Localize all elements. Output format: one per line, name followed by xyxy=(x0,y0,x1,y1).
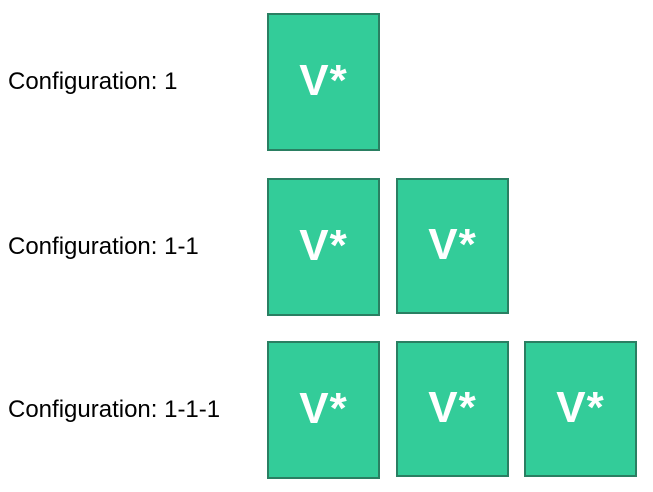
v-star-label: V* xyxy=(299,56,348,105)
v-star-label: V* xyxy=(299,384,348,433)
configuration-label: Configuration: 1-1 xyxy=(8,233,199,260)
v-star-label: V* xyxy=(556,383,605,432)
v-star-box: V* xyxy=(267,13,380,151)
v-star-label: V* xyxy=(428,220,477,269)
configuration-label: Configuration: 1 xyxy=(8,68,178,95)
v-star-label: V* xyxy=(299,221,348,270)
v-star-box: V* xyxy=(396,178,509,314)
v-star-box: V* xyxy=(267,341,380,479)
v-star-box: V* xyxy=(267,178,380,316)
v-star-box: V* xyxy=(396,341,509,477)
v-star-box: V* xyxy=(524,341,637,477)
v-star-label: V* xyxy=(428,383,477,432)
configuration-label: Configuration: 1-1-1 xyxy=(8,396,221,423)
